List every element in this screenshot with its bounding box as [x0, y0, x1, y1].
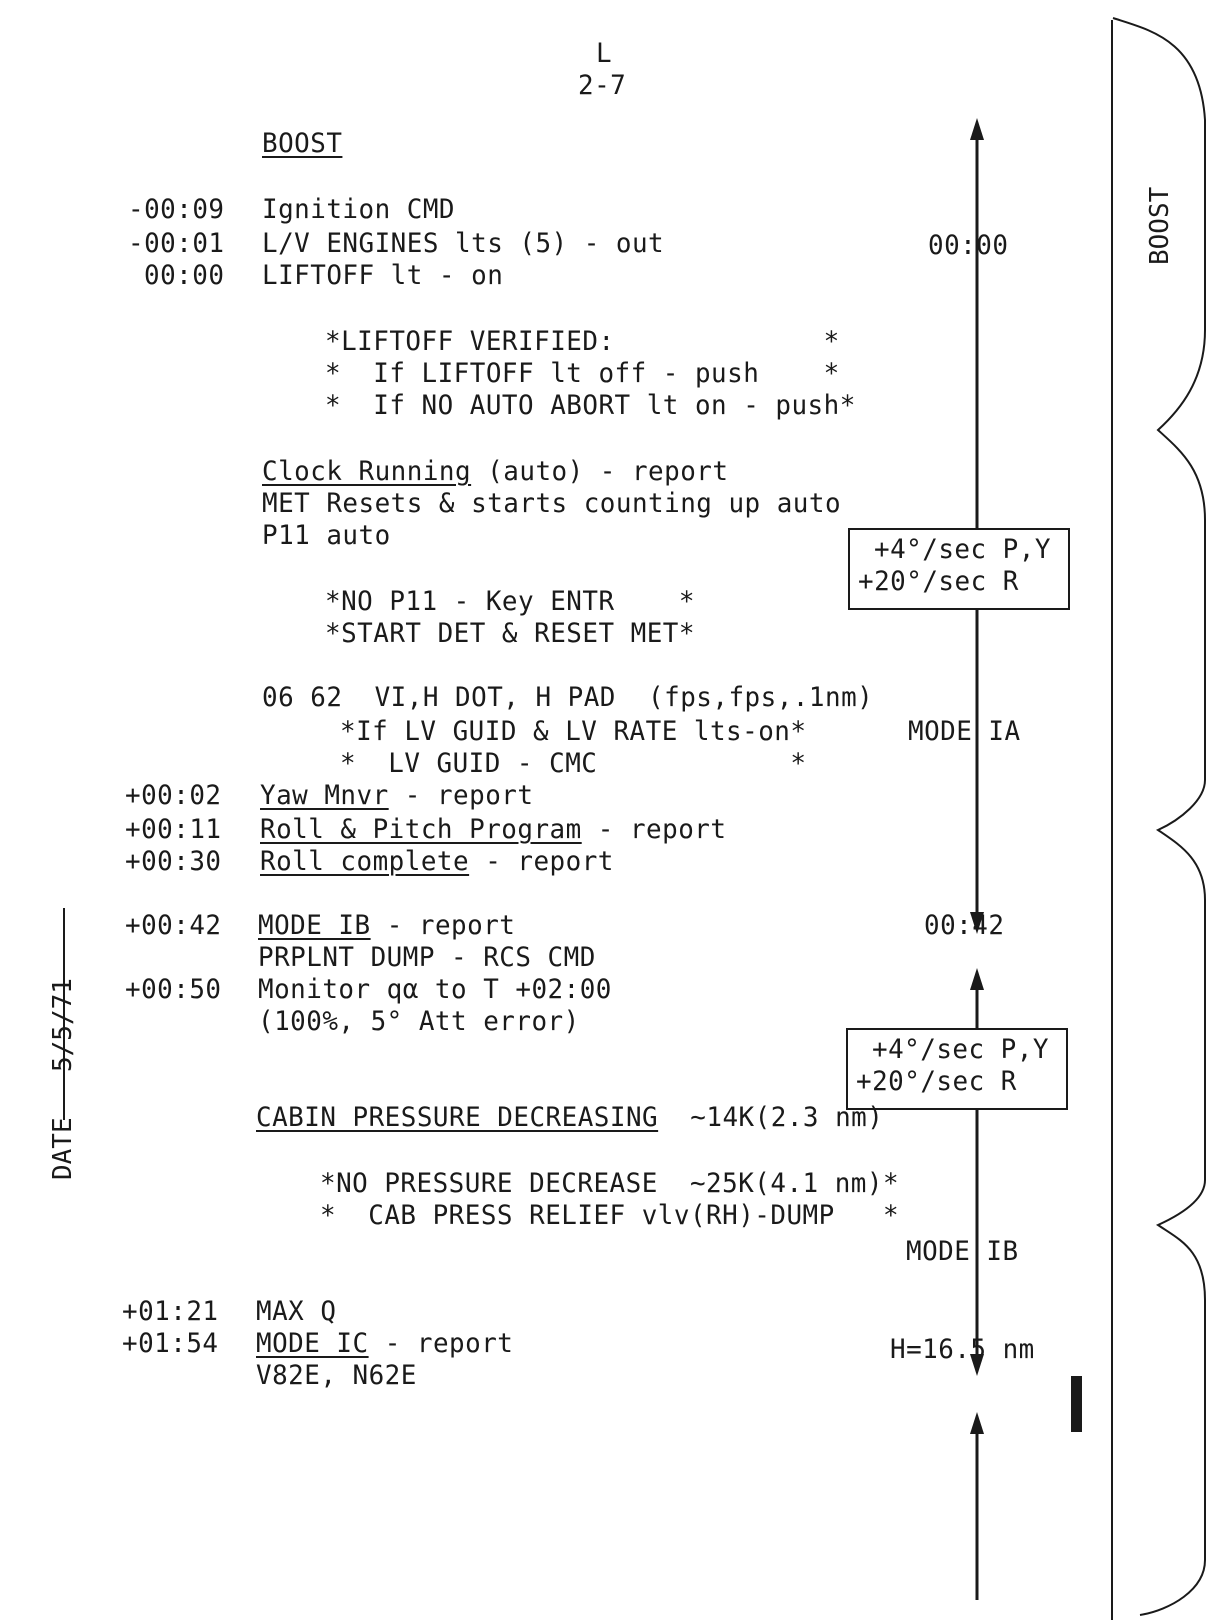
time-mode-ic: +01:54	[122, 1328, 219, 1359]
mode-ic-label: MODE IC	[256, 1328, 369, 1359]
step-mode-ic: MODE IC - report	[256, 1328, 513, 1360]
step-met: MET Resets & starts counting up auto	[262, 488, 842, 519]
rate-box-2-line2: +20°/sec R	[856, 1066, 1017, 1097]
note-liftoff-3: * If NO AUTO ABORT lt on - push*	[325, 390, 856, 421]
roll-complete-rest: - report	[469, 846, 614, 877]
timeline-arrow-up-42	[970, 968, 984, 990]
step-dsky-06-62: 06 62 VI,H DOT, H PAD (fps,fps,.1nm)	[262, 682, 874, 713]
mode-ib-rest: - report	[370, 910, 516, 941]
date-label: DATE	[48, 1117, 78, 1180]
timeline-mode-ia: MODE IA	[908, 716, 1021, 747]
step-yaw: Yaw Mnvr - report	[260, 780, 533, 812]
page-number: 2-7	[578, 70, 627, 101]
step-prplnt-dump: PRPLNT DUMP - RCS CMD	[258, 942, 596, 973]
step-monitor: Monitor qα to T +02:00	[258, 974, 612, 1005]
step-p11: P11 auto	[262, 520, 391, 551]
note-liftoff-2: * If LIFTOFF lt off - push *	[325, 358, 840, 389]
step-ignition: Ignition CMD	[262, 194, 456, 225]
timeline-arrow-down-alt	[970, 1354, 984, 1376]
roll-pitch-rest: - report	[581, 814, 727, 845]
time-liftoff: 00:00	[144, 260, 225, 291]
roll-pitch-label: Roll & Pitch Program	[260, 814, 582, 845]
roll-complete-label: Roll complete	[260, 846, 470, 877]
rate-box-2-line1: +4°/sec P,Y	[872, 1034, 1049, 1065]
time-yaw: +00:02	[125, 780, 222, 811]
timeline-time-0: 00:00	[928, 230, 1009, 261]
tab-label-boost: BOOST	[1145, 186, 1175, 265]
step-engines: L/V ENGINES lts (5) - out	[262, 228, 665, 259]
step-att-error: (100%, 5° Att error)	[258, 1006, 580, 1037]
mode-ic-rest: - report	[368, 1328, 514, 1359]
time-monitor: +00:50	[125, 974, 222, 1005]
step-mode-ib: MODE IB - report	[258, 910, 515, 942]
tab-brace	[1112, 17, 1206, 1616]
time-max-q: +01:21	[122, 1296, 219, 1327]
date-value: 5/5/71	[48, 978, 78, 1072]
timeline-mode-ib: MODE IB	[906, 1236, 1019, 1267]
rate-box-1-line1: +4°/sec P,Y	[874, 534, 1051, 565]
section-title: BOOST	[262, 128, 343, 159]
timeline-arrow-down-42	[970, 912, 984, 934]
rate-limit-box-1: +4°/sec P,Y +20°/sec R	[848, 528, 1070, 610]
timeline-arrow-up-alt	[970, 1412, 984, 1434]
step-roll-complete: Roll complete - report	[260, 846, 614, 878]
step-max-q: MAX Q	[256, 1296, 337, 1327]
note-no-p11-1: *NO P11 - Key ENTR *	[325, 586, 695, 617]
note-pressure-2: * CAB PRESS RELIEF vlv(RH)-DUMP *	[320, 1200, 900, 1231]
note-lv-guid-1: *If LV GUID & LV RATE lts-on*	[340, 716, 807, 747]
step-v82e: V82E, N62E	[256, 1360, 417, 1391]
time-roll-pitch: +00:11	[125, 814, 222, 845]
note-lv-guid-2: * LV GUID - CMC *	[340, 748, 807, 779]
clock-running-rest: (auto) - report	[471, 456, 729, 487]
note-no-p11-2: *START DET & RESET MET*	[325, 618, 695, 649]
time-mode-ib: +00:42	[125, 910, 222, 941]
page-letter: L	[596, 38, 613, 69]
step-roll-pitch: Roll & Pitch Program - report	[260, 814, 726, 846]
yaw-rest: - report	[388, 780, 534, 811]
timeline-arrow-up-top	[970, 118, 984, 140]
time-roll-complete: +00:30	[125, 846, 222, 877]
rate-box-1-line2: +20°/sec R	[858, 566, 1019, 597]
time-engines: -00:01	[128, 228, 225, 259]
cabin-pressure-rest: ~14K(2.3 nm)	[658, 1102, 884, 1133]
step-liftoff: LIFTOFF lt - on	[262, 260, 504, 291]
yaw-label: Yaw Mnvr	[260, 780, 389, 811]
change-bar	[1071, 1376, 1082, 1432]
cabin-pressure-label: CABIN PRESSURE DECREASING	[256, 1102, 659, 1133]
timeline-time-42: 00:42	[924, 910, 1005, 941]
mode-ib-label: MODE IB	[258, 910, 371, 941]
rate-limit-box-2: +4°/sec P,Y +20°/sec R	[846, 1028, 1068, 1110]
time-ignition: -00:09	[128, 194, 225, 225]
step-cabin-pressure: CABIN PRESSURE DECREASING ~14K(2.3 nm)	[256, 1102, 883, 1134]
note-liftoff-1: *LIFTOFF VERIFIED: *	[325, 326, 840, 357]
clock-running-label: Clock Running	[262, 456, 472, 487]
note-pressure-1: *NO PRESSURE DECREASE ~25K(4.1 nm)*	[320, 1168, 900, 1199]
step-clock-running: Clock Running (auto) - report	[262, 456, 728, 488]
timeline-altitude: H=16.5 nm	[890, 1334, 1035, 1365]
